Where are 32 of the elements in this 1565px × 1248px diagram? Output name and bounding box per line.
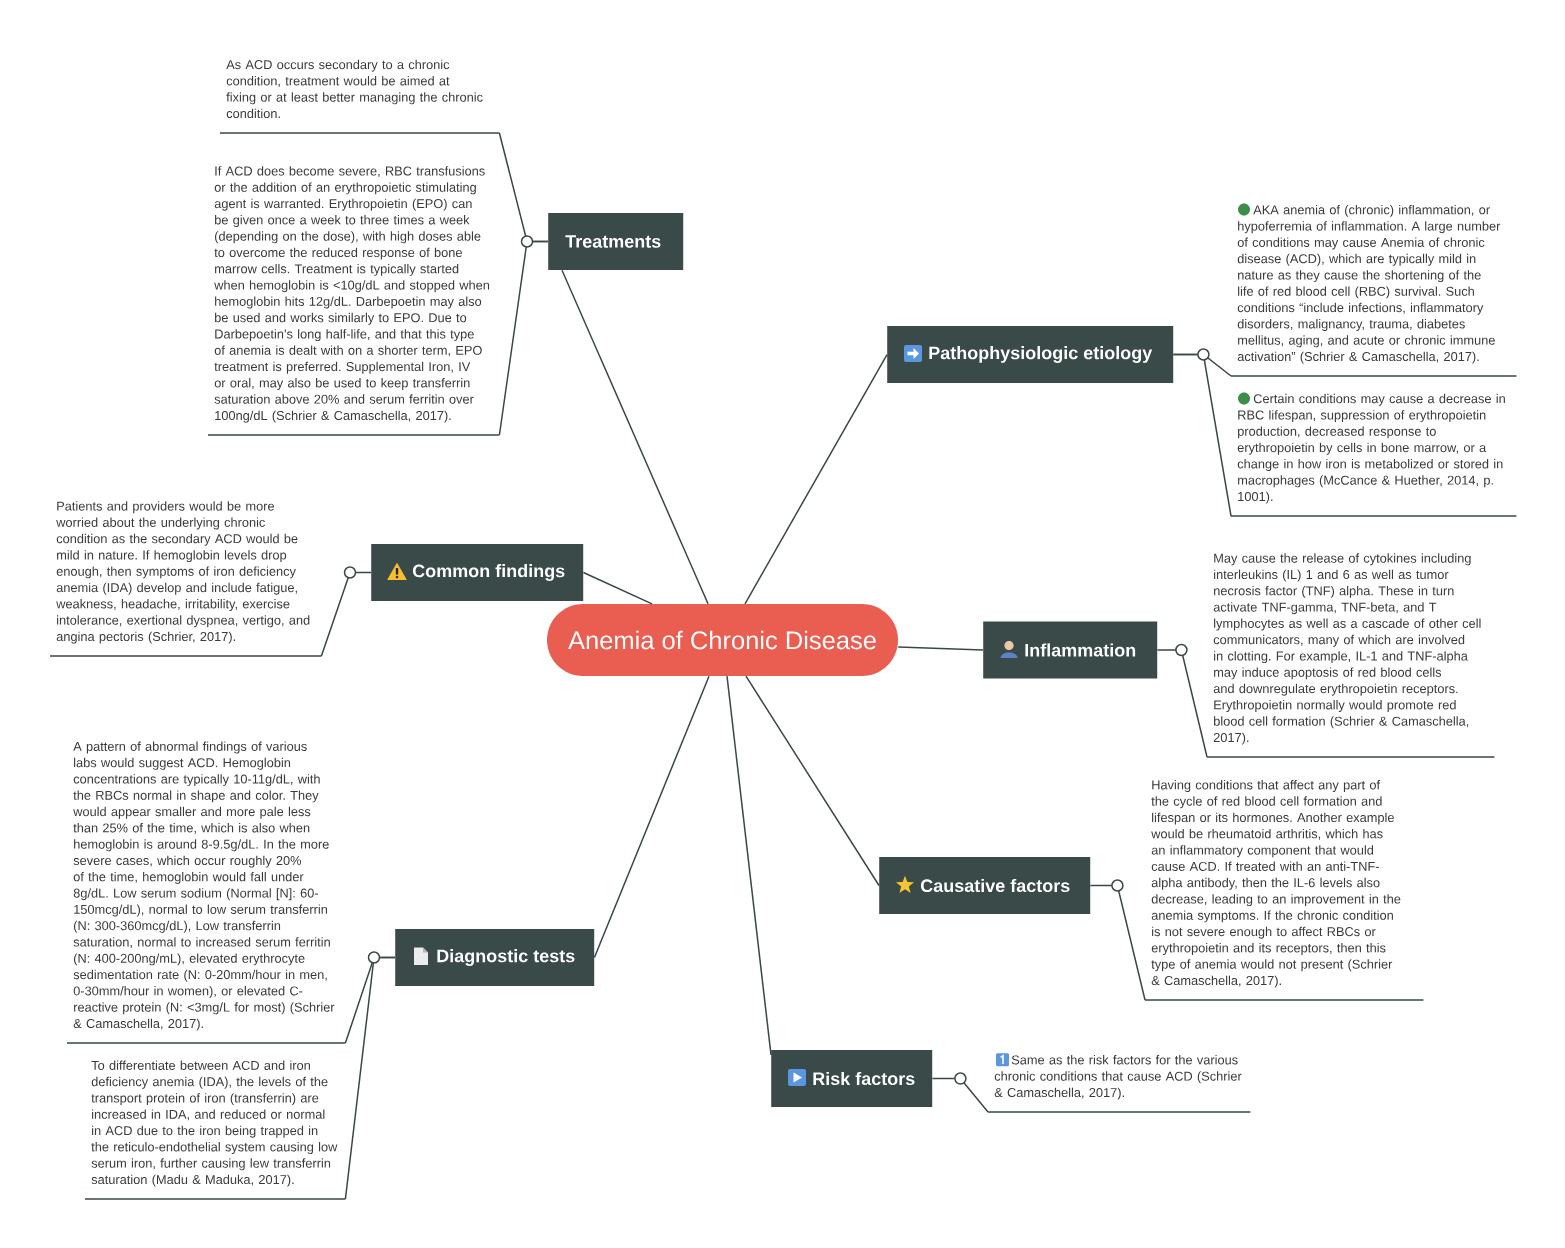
branch-line [344, 956, 396, 1200]
branch-line [744, 353, 888, 605]
branch-line [931, 1077, 989, 1113]
topic-box: Pathophysiologic etiology [887, 326, 1174, 383]
note-text: Same as the risk factors for the various chronic conditions that cause ACD (Schrier & Camaschella, 2017). [987, 1055, 1252, 1113]
note-text: Certain conditions may cause a decrease in RBC lifespan, suppression of erythropoietin production, decreased response to erythropoietin by cells in bone marrow, or a change in how iron is metabolized or stored in macrophages (McCance & Huether, 2014, p. 1001). [1230, 393, 1518, 517]
branch-line [582, 571, 653, 605]
note-text: Having conditions that affect any part of the cycle of red blood cell formation and lifespan or its hormones. Another example would be rheumatoid arthritis, which has an inflammatory component that would cause ACD. If treated with an anti-TNF-alpha antibody, then the IL-6 levels also decrease, leading to an improvement in the anemia symptoms. If the chronic condition is not severe enough to affect RBCs or erythropoietin and its receptors, then this type of anemia would not present (Schrier & Camaschella, 2017). [1144, 780, 1425, 1001]
branch-line [320, 571, 372, 657]
note-text: A pattern of abnormal findings of various labs would suggest ACD. Hemoglobin concentrations are typically 10-11g/dL, with the RBCs normal in shape and color. They would appear smaller and more pale less than 25% of the time, which is also when hemoglobin is around 8-9.5g/dL. In the more severe cases, which occur roughly 20% of the time, hemoglobin would fall under 8g/dL. Low serum sodium (Normal [N]: 60-150mcg/dL), normal to low serum transferrin (N: 300-360mcg/dL), Low transferrin saturation, normal to increased serum ferritin (N: 400-200ng/mL), elevated erythrocyte sedimentation rate (N: 0-20mm/hour in men, 0-30mm/hour in women), or elevated C-reactive protein (N: <3mg/L for most) (Schrier & Camaschella, 2017). [66, 741, 347, 1044]
topic-box: Risk factors [771, 1050, 933, 1107]
branch-line [498, 240, 549, 436]
topic-box: Inflammation [983, 621, 1158, 679]
topic-box: Diagnostic tests [395, 929, 595, 986]
note-text: Patients and providers would be more worried about the underlying chronic condition as the secondary ACD would be mild in nature. If hemoglobin levels drop enough, then symptoms of iron deficiency anemia (IDA) develop and include fatigue, weakness, headache, irritability, exercise intolerance, exertional dyspnea, vertigo, and angina pectoris (Schrier, 2017). [49, 501, 323, 657]
branch-line [593, 675, 710, 959]
branch-line [1156, 649, 1208, 758]
topic-box: Treatments [548, 213, 684, 270]
branch-line [1172, 353, 1232, 517]
topic-box: Common findings [371, 544, 584, 601]
branch-line [1089, 884, 1146, 1001]
note-text: AKA anemia of (chronic) inflammation, or hypoferremia of inflammation. A large number of conditions may cause Anemia of chronic disease (ACD), which are typically mild in nature as they cause the shortening of the life of red blood cell (RBC) survival. Such conditions “include infections, inflammatory disorders, malignancy, trauma, diabetes mellitus, aging, and acute or chronic immune activation” (Schrier & Camaschella, 2017). [1230, 204, 1518, 377]
topic-box: Causative factors [879, 857, 1091, 914]
branch-line [726, 675, 772, 1056]
branch-line [897, 646, 984, 651]
branch-line [561, 269, 709, 605]
note-text: If ACD does become severe, RBC transfusions or the addition of an erythropoietic stimulating agent is warranted. Erythropoietin (EPO) can be given once a week to three times a week (depending on the dose), with high doses able to overcome the reduced response of bone marrow cells. Treatment is typically started when hemoglobin is <10g/dL and stopped when hemoglobin hits 12g/dL. Darbepoetin may also be used and works similarly to EPO. Due to Darbepoetin’s long half-life, and that this type of anemia is dealt with on a shorter term, EPO treatment is preferred. Supplemental Iron, IV or oral, may also be used to keep transferrin saturation above 20% and serum ferritin over 100ng/dL (Schrier & Camaschella, 2017). [207, 166, 501, 436]
note-text: May cause the release of cytokines including interleukins (IL) 1 and 6 as well as tumor necrosis factor (TNF) alpha. These in turn activate TNF-gamma, TNF-beta, and T lymphocytes as well as a cascade of other cell communicators, many of which are involved in clotting. For example, IL-1 and TNF-alpha may induce apoptosis of red blood cells and downregulate erythropoietin receptors. Erythropoietin normally would promote red blood cell formation (Schrier & Camaschella, 2017). [1206, 553, 1496, 758]
branch-line [745, 675, 880, 887]
note-text: As ACD occurs secondary to a chronic condition, treatment would be aimed at fixing or at least better managing the chronic condition. [219, 59, 501, 134]
center-pill: Anemia of Chronic Disease [547, 604, 898, 676]
note-text: To differentiate between ACD and iron deficiency anemia (IDA), the levels of the transport protein of iron (transferrin) are increased in IDA, and reduced or normal in ACD due to the iron being trapped in the reticulo-endothelial system causing low serum iron, further causing lew transferrin saturation (Madu & Maduka, 2017). [84, 1060, 347, 1200]
